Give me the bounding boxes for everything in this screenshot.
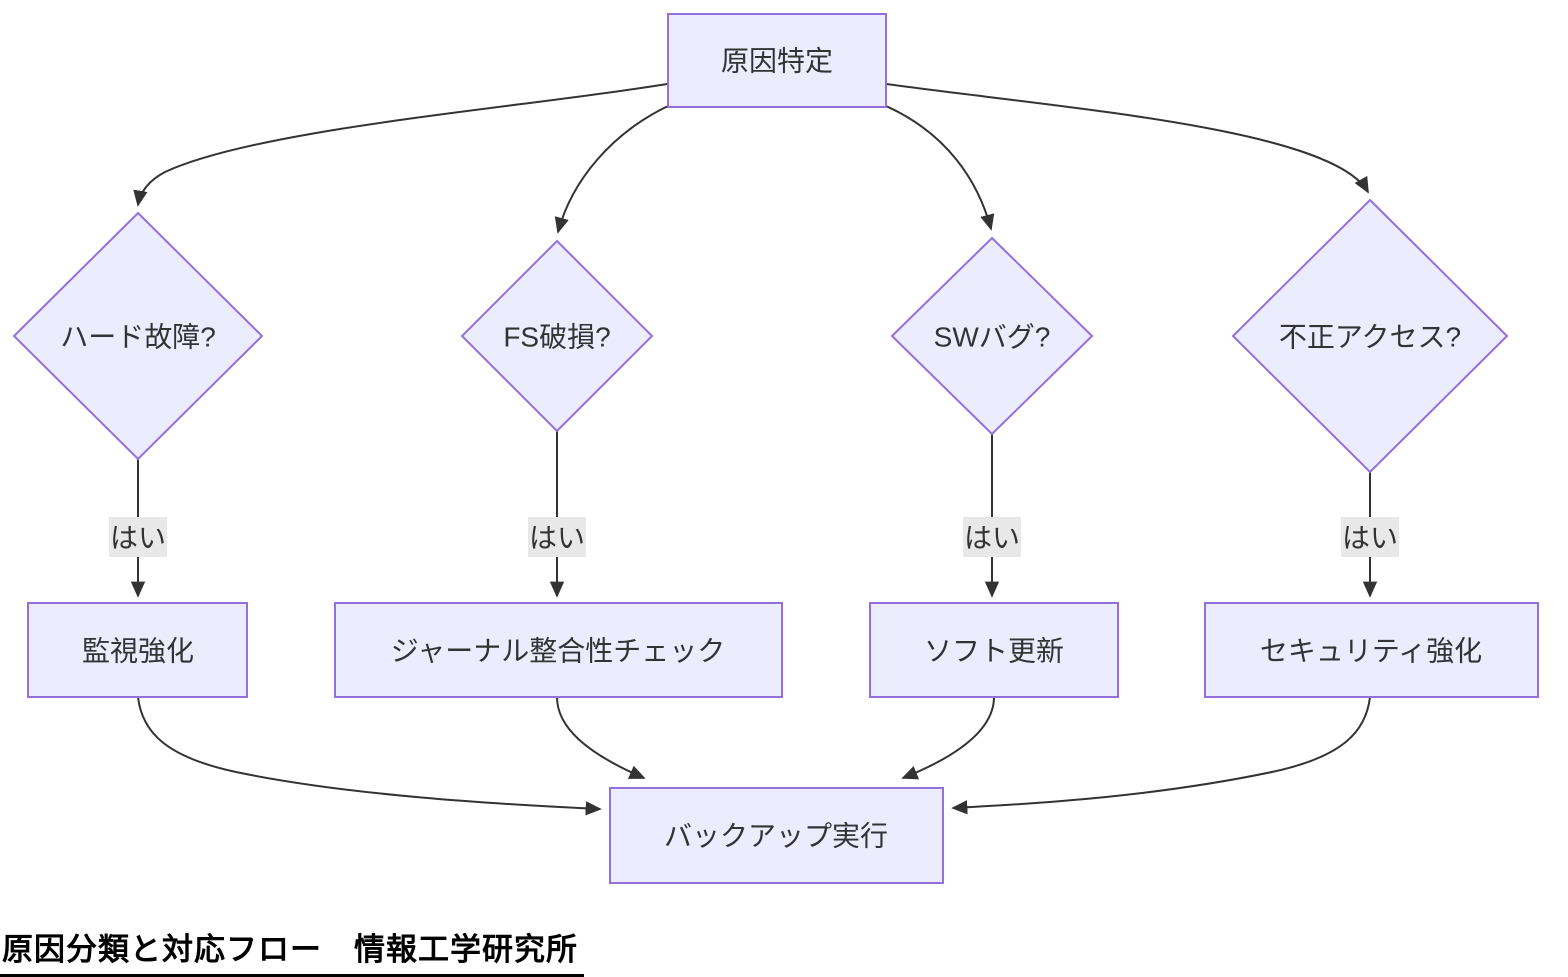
node-backup: バックアップ実行 [609, 787, 944, 884]
node-cause: 原因特定 [667, 13, 887, 108]
node-hw: ハード故障? [12, 211, 264, 461]
node-update-label: ソフト更新 [924, 636, 1064, 667]
edge-label-intrusion-yes-text: はい [1342, 523, 1398, 554]
node-cause-label: 原因特定 [721, 46, 833, 77]
node-monitor: 監視強化 [27, 602, 248, 698]
edge-journal-to-backup [556, 696, 646, 779]
edge-cause-to-intrusion [885, 83, 1369, 194]
node-intrusion-label: 不正アクセス? [1279, 322, 1461, 353]
edge-cause-to-fs [554, 105, 669, 234]
node-intrusion: 不正アクセス? [1231, 198, 1509, 474]
edge-monitor-to-backup [137, 696, 602, 816]
node-sw: SWバグ? [890, 236, 1094, 436]
edge-cause-to-sw [885, 105, 995, 231]
edge-cause-to-hw [133, 83, 668, 207]
flowchart-svg: はい はい はい はい 原因特定 ハード故障? [12, 13, 1539, 884]
edge-label-hw-yes-text: はい [110, 523, 166, 554]
edge-label-sw-yes: はい [963, 517, 1021, 557]
node-hw-label: ハード故障? [60, 322, 216, 353]
node-fs-label: FS破損? [503, 322, 610, 353]
node-security: セキュリティ強化 [1204, 602, 1539, 698]
node-journal-label: ジャーナル整合性チェック [391, 636, 726, 667]
edge-label-sw-yes-text: はい [964, 523, 1020, 554]
edge-group [130, 83, 1378, 816]
node-backup-label: バックアップ実行 [664, 821, 888, 852]
edge-update-to-backup [901, 696, 995, 780]
edge-security-to-backup [951, 696, 1371, 815]
node-monitor-label: 監視強化 [82, 636, 194, 667]
edge-label-hw-yes: はい [109, 517, 167, 557]
node-journal: ジャーナル整合性チェック [334, 602, 783, 698]
node-update: ソフト更新 [869, 602, 1119, 698]
edge-label-fs-yes: はい [528, 517, 586, 557]
edge-label-intrusion-yes: はい [1341, 517, 1399, 557]
diagram-caption: 原因分類と対応フロー 情報工学研究所 [0, 924, 584, 977]
node-group: 原因特定 ハード故障? FS破損? SWバグ? 不正アクセス? 監視強化 [12, 13, 1539, 884]
node-fs: FS破損? [460, 239, 654, 433]
node-sw-label: SWバグ? [934, 322, 1051, 353]
edge-label-group: はい はい はい はい [109, 517, 1399, 557]
edge-label-fs-yes-text: はい [529, 523, 585, 554]
node-security-label: セキュリティ強化 [1260, 636, 1482, 667]
